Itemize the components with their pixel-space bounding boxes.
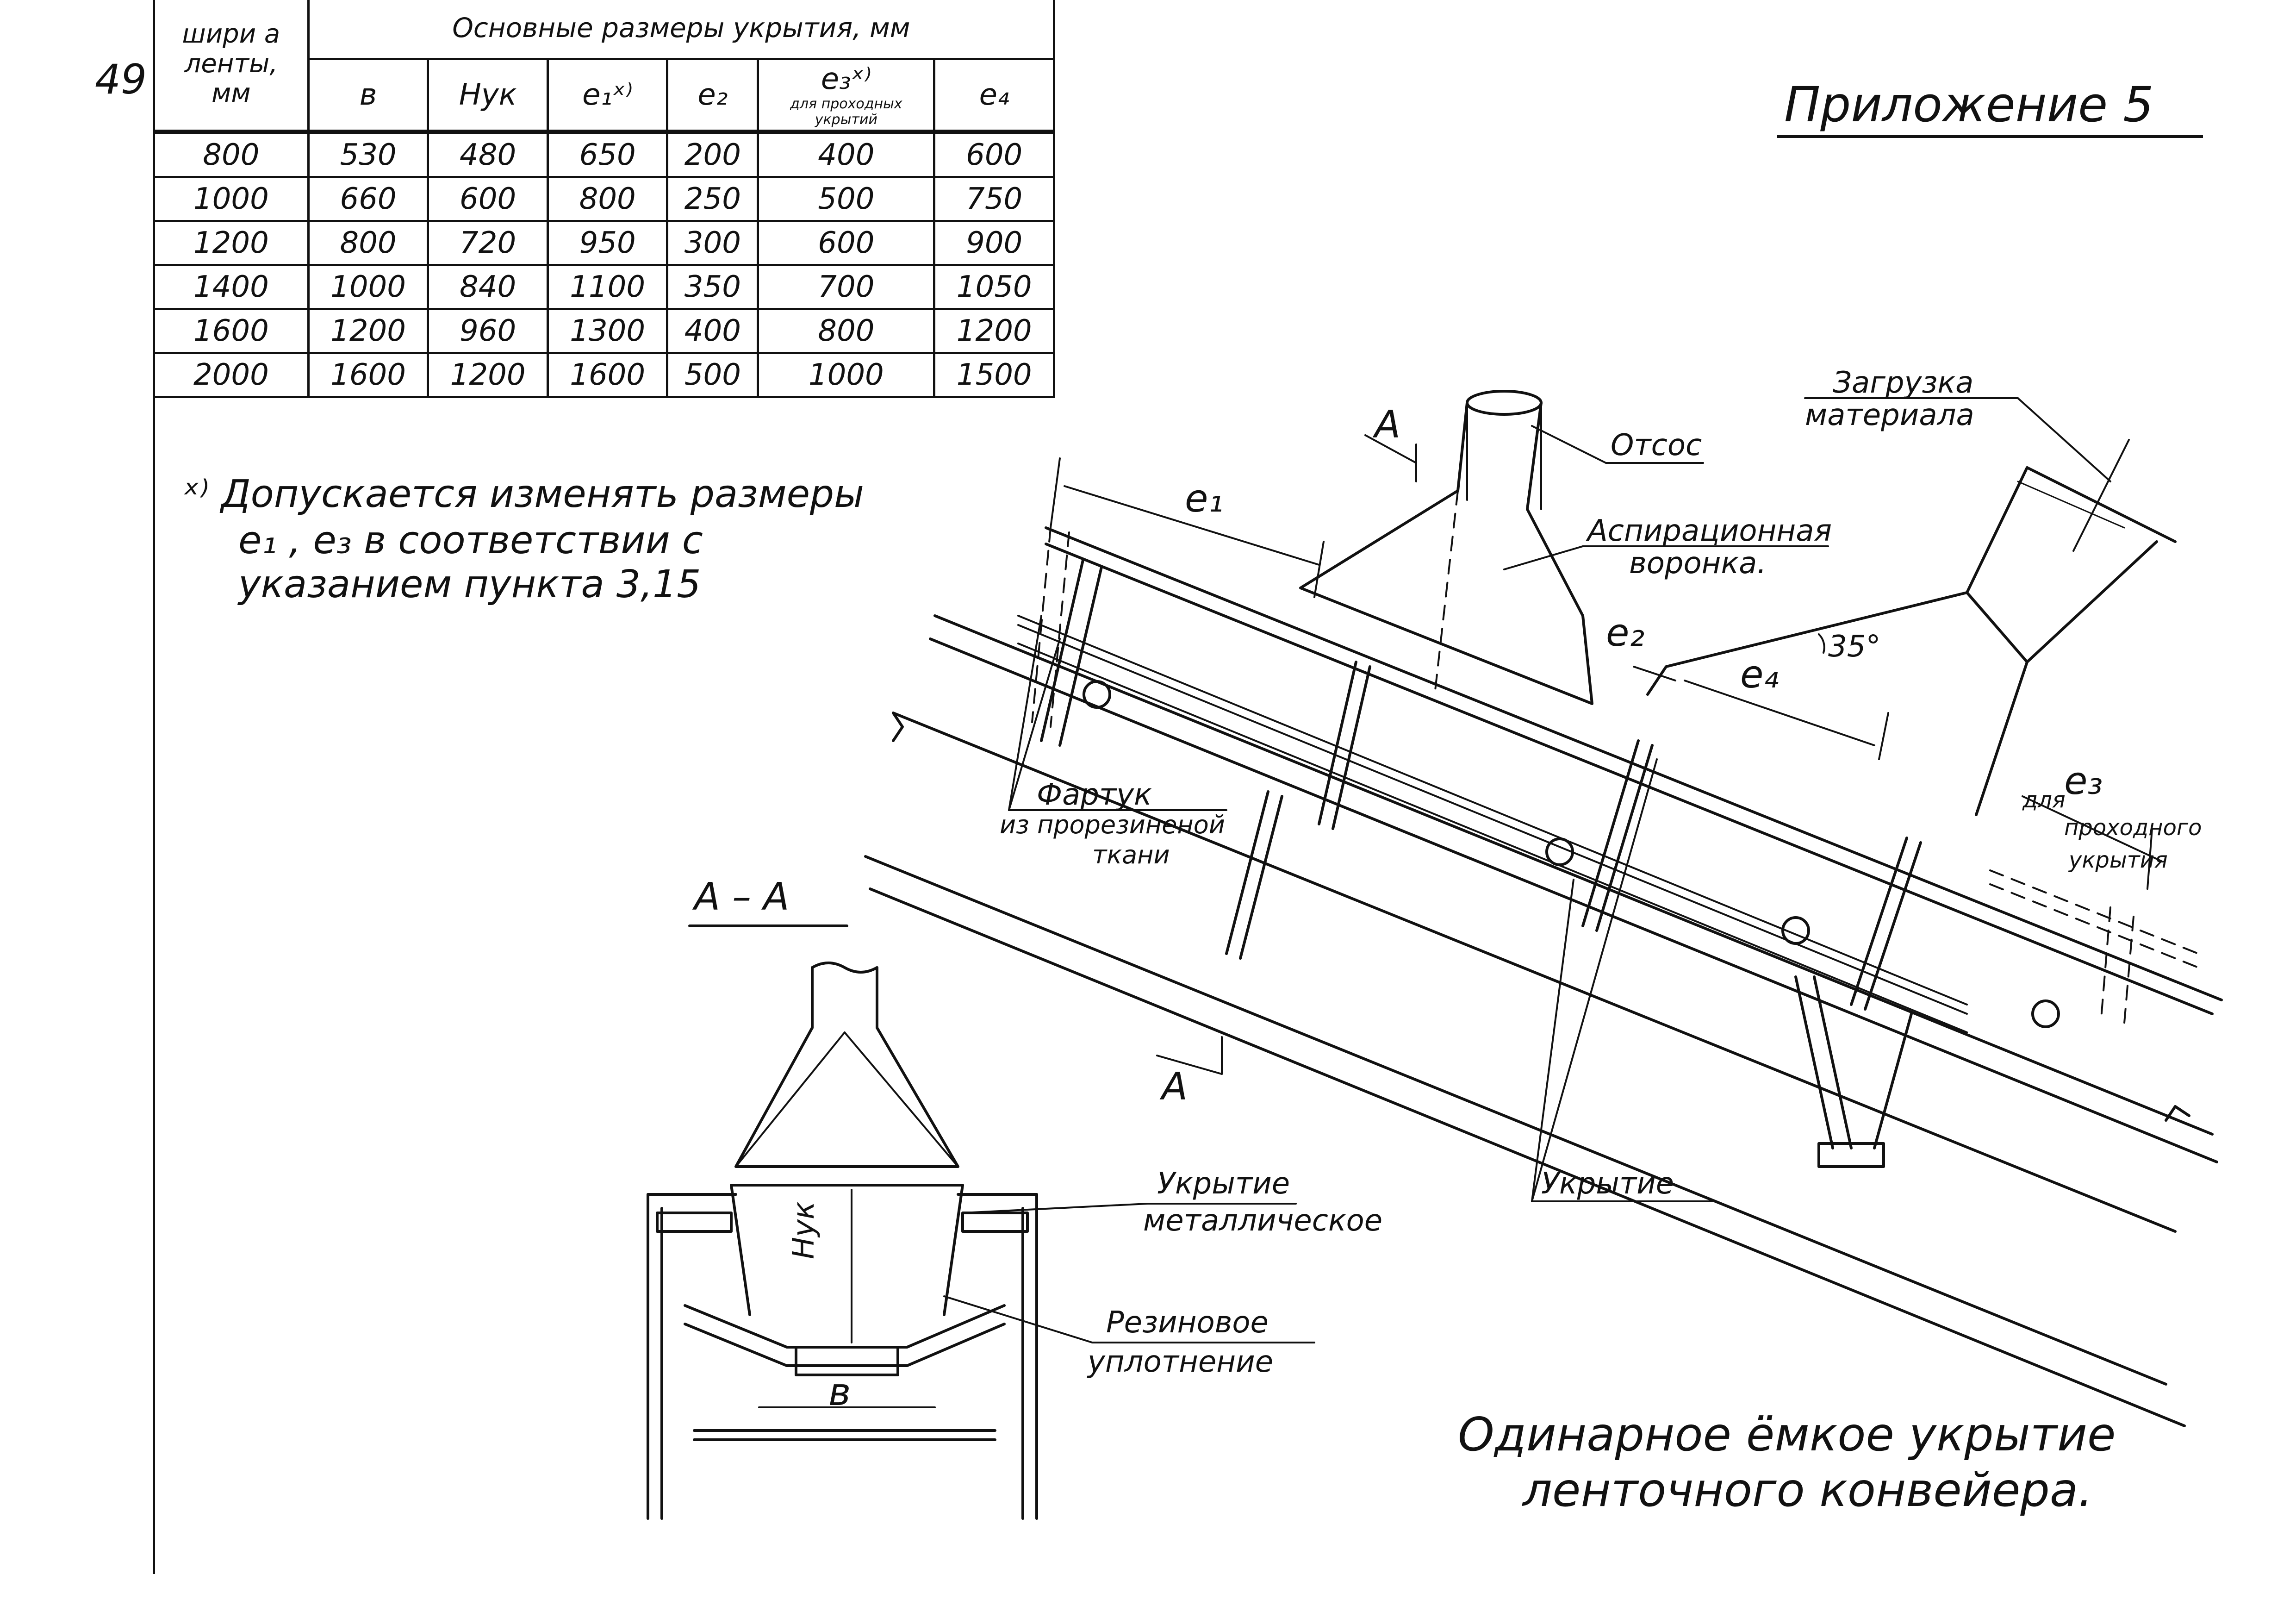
label-section-a-top: А — [1375, 403, 1401, 447]
label-cover: Укрытие — [1541, 1167, 1674, 1201]
label-e4: е₄ — [1740, 653, 1779, 697]
label-apron-2: из прорезиненой — [1000, 810, 1225, 839]
leader-lines — [1008, 397, 2111, 1202]
label-e3: е₃ — [2064, 759, 2103, 803]
label-dim-h: Нук — [787, 1201, 821, 1259]
header-col-e3: е₃ˣ⁾ для проходных укрытий — [757, 58, 936, 133]
label-aspiration-1: Аспирационная — [1587, 514, 1832, 548]
footnote-line-1: ˣ⁾ Допускается изменять размеры — [183, 472, 864, 516]
label-passage-1: для — [2022, 787, 2066, 813]
label-loading-2: материала — [1805, 398, 1974, 432]
label-metal-cover-1: Укрытие — [1157, 1167, 1290, 1201]
label-section-a-bottom: А — [1162, 1065, 1188, 1109]
label-section-aa: А – А — [694, 875, 790, 919]
dimension-lines — [1050, 434, 2162, 1075]
label-e2: е₂ — [1606, 611, 1645, 655]
label-metal-cover-2: металлическое — [1143, 1204, 1383, 1238]
label-rubber-2: уплотнение — [1088, 1345, 1274, 1379]
label-aspiration-2: воронка. — [1629, 546, 1767, 581]
label-apron-3: ткани — [1092, 840, 1170, 869]
label-angle: 35° — [1828, 630, 1881, 664]
label-passage-2: проходного — [2064, 815, 2202, 841]
label-loading-1: Загрузка — [1833, 366, 1974, 400]
appendix-underline — [1777, 135, 2203, 138]
label-apron-1: Фартук — [1037, 778, 1152, 812]
header-col-e1: е₁ˣ⁾ — [546, 58, 669, 133]
drawing-caption-line-1: Одинарное ёмкое укрытие — [1458, 1407, 2116, 1462]
section-aa — [647, 924, 1315, 1520]
frame-border-left — [153, 384, 155, 1574]
header-belt-width: шири а ленты, мм — [153, 0, 310, 133]
label-passage-3: укрытия — [2069, 847, 2168, 873]
header-main-dimensions: Основные размеры укрытия, мм — [307, 0, 1056, 60]
drawing-caption-line-2: ленточного конвейера. — [1523, 1463, 2093, 1517]
label-otsos: Отсос — [1611, 428, 1702, 462]
header-col-b: в — [307, 58, 429, 133]
label-e1: е₁ — [1185, 477, 1224, 521]
header-col-e4: е₄ — [933, 58, 1055, 133]
footnote-line-2: е₁ , е₃ в соответствии с — [238, 518, 703, 562]
page-number: 49 — [95, 56, 147, 103]
aspiration-funnel — [1299, 390, 1593, 705]
conveyor-frame — [864, 526, 2223, 1427]
header-col-h: Нук — [427, 58, 549, 133]
label-dim-b: в — [828, 1370, 851, 1414]
dimensions-table: шири а ленты, мм Основные размеры укрыти… — [153, 0, 1056, 398]
appendix-title: Приложение 5 — [1784, 76, 2154, 133]
label-rubber-1: Резиновое — [1106, 1305, 1269, 1340]
footnote-line-3: указанием пункта 3,15 — [238, 562, 701, 606]
header-col-e2: е₂ — [666, 58, 759, 133]
